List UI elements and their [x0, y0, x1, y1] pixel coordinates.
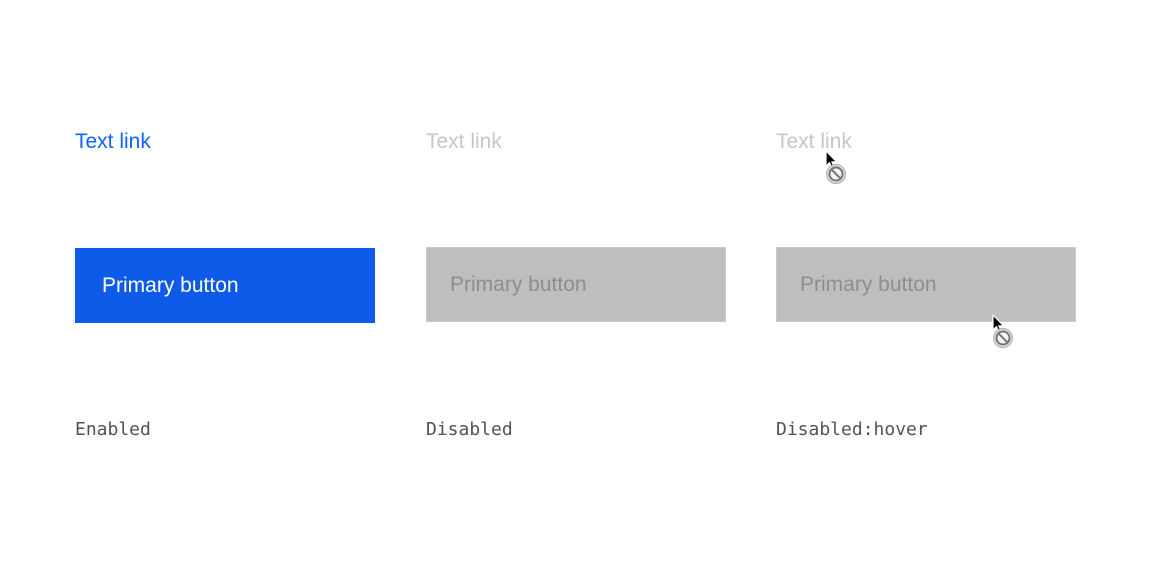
primary-button-label: Primary button — [102, 273, 239, 297]
state-label-disabled: Disabled — [426, 419, 513, 440]
text-link-disabled: Text link — [426, 130, 502, 153]
primary-button-enabled[interactable]: Primary button — [75, 248, 375, 323]
primary-button-label: Primary button — [800, 272, 937, 296]
state-label-disabled-hover: Disabled:hover — [776, 419, 928, 440]
state-column-enabled: Text link Primary button Enabled — [75, 0, 375, 568]
primary-button-disabled-hover: Primary button — [776, 247, 1076, 322]
state-column-disabled: Text link Primary button Disabled — [426, 0, 726, 568]
not-allowed-cursor-icon — [992, 314, 1013, 348]
text-link-disabled-hover: Text link — [776, 130, 852, 153]
state-column-disabled-hover: Text link Primary button Disabled:hover — [776, 0, 1076, 568]
primary-button-disabled: Primary button — [426, 247, 726, 322]
text-link-enabled[interactable]: Text link — [75, 130, 151, 153]
state-label-enabled: Enabled — [75, 419, 151, 440]
primary-button-label: Primary button — [450, 272, 587, 296]
not-allowed-cursor-icon — [825, 150, 846, 184]
